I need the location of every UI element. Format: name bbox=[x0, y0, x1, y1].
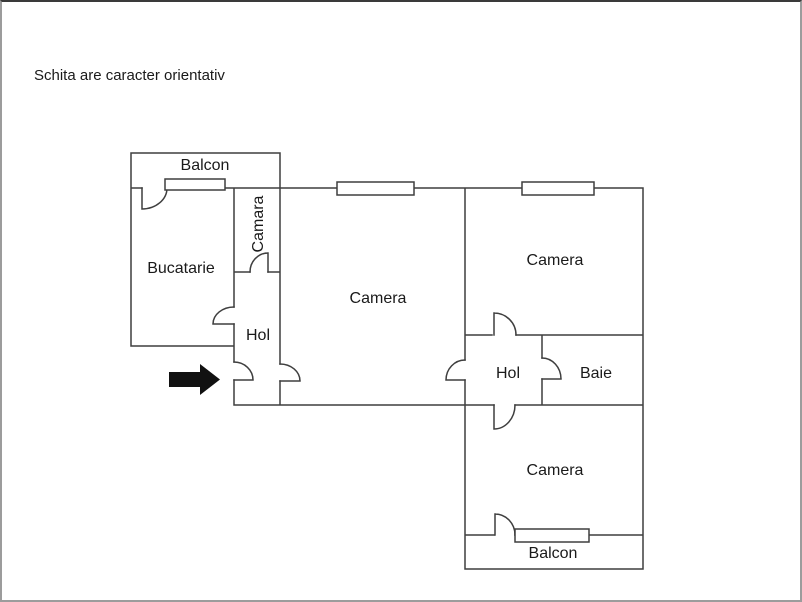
label-camara: Camara bbox=[250, 195, 267, 252]
label-hol-left: Hol bbox=[246, 327, 270, 344]
label-baie: Baie bbox=[580, 365, 612, 382]
window-balcon-bottom bbox=[514, 528, 590, 543]
window-camera-mid bbox=[336, 181, 415, 196]
label-balcon-top: Balcon bbox=[181, 157, 230, 174]
label-camera-bottom: Camera bbox=[527, 462, 584, 479]
entrance-arrow-icon bbox=[169, 364, 220, 395]
label-balcon-bottom: Balcon bbox=[529, 545, 578, 562]
page-title: Schita are caracter orientativ bbox=[34, 67, 225, 84]
door-swings bbox=[141, 187, 562, 536]
label-hol-right: Hol bbox=[496, 365, 520, 382]
label-camera-topright: Camera bbox=[527, 252, 584, 269]
window-camera-topright bbox=[521, 181, 595, 196]
label-bucatarie: Bucatarie bbox=[147, 260, 215, 277]
window-bucatarie-balcon bbox=[164, 178, 226, 191]
label-camera-mid: Camera bbox=[350, 290, 407, 307]
walls bbox=[130, 152, 644, 570]
